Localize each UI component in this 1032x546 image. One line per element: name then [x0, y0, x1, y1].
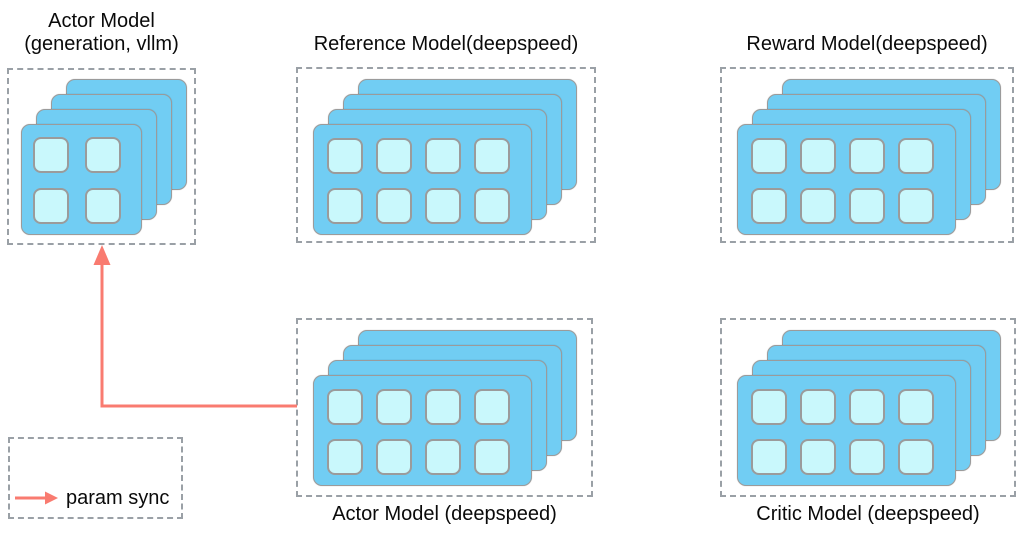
actor-vllm-title-line1: Actor Model	[48, 10, 155, 32]
gpu-square	[327, 138, 363, 174]
gpu-square	[33, 137, 69, 173]
gpu-node-card-front	[737, 124, 956, 235]
gpu-square	[800, 138, 836, 174]
param-sync-arrow-icon	[15, 491, 58, 505]
gpu-node-card-front	[313, 124, 532, 235]
gpu-square	[849, 439, 885, 475]
gpu-square	[751, 389, 787, 425]
gpu-grid	[327, 138, 510, 224]
gpu-square	[800, 389, 836, 425]
actor-vllm-gpu-stack	[9, 70, 194, 243]
gpu-square	[751, 138, 787, 174]
reference-gpu-stack	[298, 69, 594, 241]
gpu-square	[898, 389, 934, 425]
reference-model-box	[296, 67, 596, 243]
reward-model-title: Reward Model(deepspeed)	[746, 33, 988, 55]
gpu-square	[425, 138, 461, 174]
gpu-square	[425, 389, 461, 425]
reference-model-title: Reference Model(deepspeed)	[313, 33, 579, 55]
critic-model-title: Critic Model (deepspeed)	[756, 503, 980, 525]
gpu-square	[800, 188, 836, 224]
gpu-square	[898, 188, 934, 224]
legend-label: param sync	[66, 487, 170, 509]
gpu-square	[751, 188, 787, 224]
actor-vllm-title-line2: (generation, vllm)	[24, 33, 179, 55]
gpu-node-card-front	[21, 124, 142, 235]
reward-model-box	[720, 67, 1014, 243]
legend-row: param sync	[14, 486, 169, 510]
gpu-square	[376, 188, 412, 224]
gpu-square	[85, 137, 121, 173]
gpu-square	[425, 188, 461, 224]
reward-gpu-stack	[722, 69, 1012, 241]
gpu-square	[425, 439, 461, 475]
gpu-grid	[327, 389, 510, 475]
actor-vllm-title: Actor Model (generation, vllm)	[7, 10, 196, 56]
gpu-square	[376, 439, 412, 475]
gpu-square	[327, 439, 363, 475]
gpu-grid	[33, 137, 121, 224]
gpu-square	[33, 188, 69, 224]
actor-vllm-box	[7, 68, 196, 245]
gpu-grid	[751, 389, 934, 475]
gpu-square	[376, 389, 412, 425]
gpu-node-card-front	[737, 375, 956, 486]
gpu-square	[751, 439, 787, 475]
actor-deepspeed-box	[296, 318, 593, 497]
gpu-square	[800, 439, 836, 475]
legend-box: param sync	[8, 437, 183, 519]
gpu-square	[376, 138, 412, 174]
gpu-square	[474, 188, 510, 224]
gpu-square	[898, 439, 934, 475]
gpu-square	[898, 138, 934, 174]
gpu-grid	[751, 138, 934, 224]
gpu-square	[849, 188, 885, 224]
gpu-square	[474, 138, 510, 174]
gpu-square	[849, 389, 885, 425]
gpu-square	[849, 138, 885, 174]
gpu-square	[85, 188, 121, 224]
critic-model-box	[720, 318, 1016, 497]
gpu-node-card-front	[313, 375, 532, 486]
actor-deepspeed-title: Actor Model (deepspeed)	[332, 503, 557, 525]
critic-gpu-stack	[722, 320, 1014, 495]
gpu-square	[474, 389, 510, 425]
actor-deepspeed-gpu-stack	[298, 320, 591, 495]
gpu-square	[327, 389, 363, 425]
gpu-square	[327, 188, 363, 224]
gpu-square	[474, 439, 510, 475]
